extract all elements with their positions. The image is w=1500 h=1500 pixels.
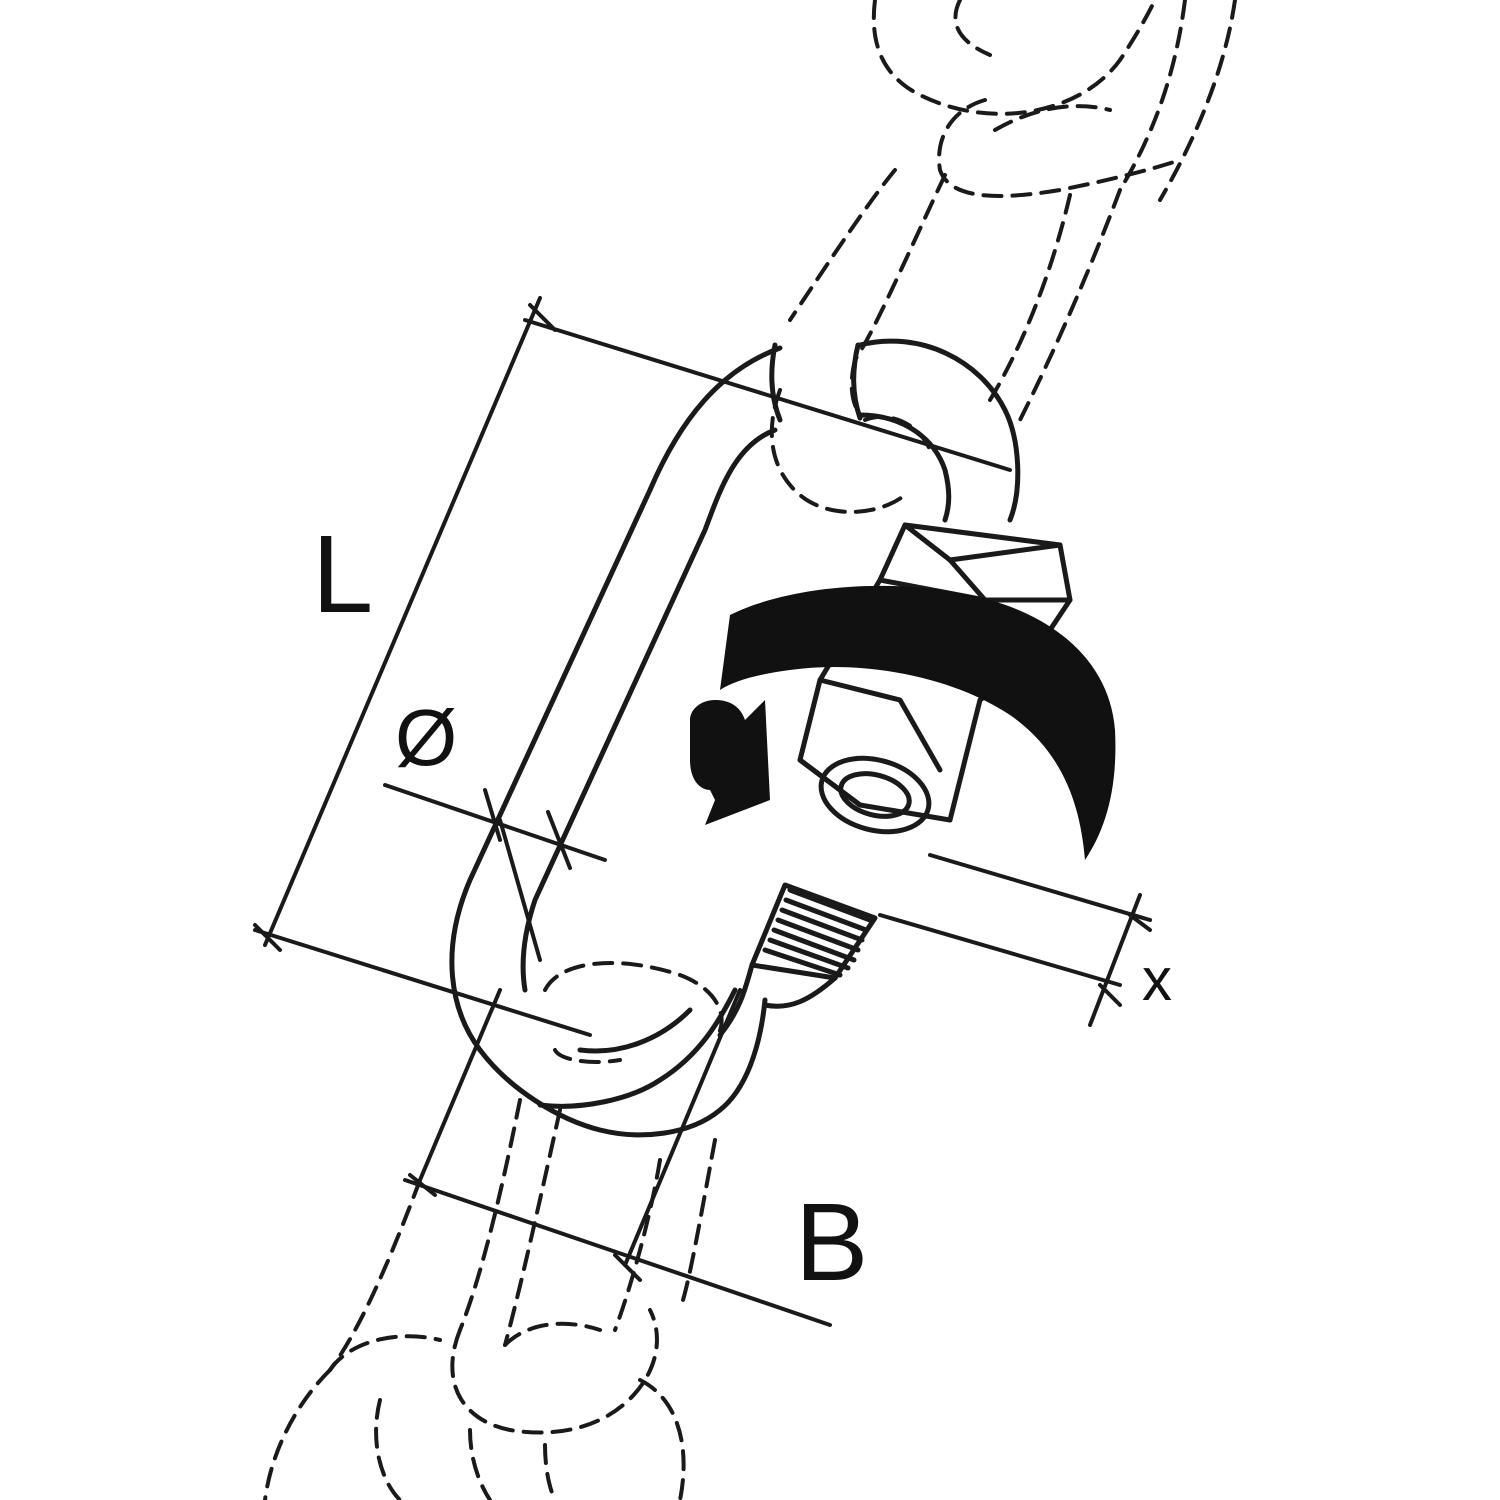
threaded-end xyxy=(717,882,878,1038)
label-length: L xyxy=(312,513,373,636)
label-diameter: Ø xyxy=(395,693,457,782)
rotation-arrow-icon xyxy=(690,585,1116,860)
dimension-x xyxy=(878,853,1152,1027)
label-opening: x xyxy=(1142,946,1172,1013)
dimension-b xyxy=(403,988,832,1327)
dimension-l xyxy=(253,296,1012,1037)
upper-chain-dashed xyxy=(769,0,1237,514)
dimension-diameter xyxy=(383,783,607,962)
label-width: B xyxy=(795,1181,868,1304)
quick-link-body xyxy=(449,338,1021,1138)
lower-chain-dashed xyxy=(263,961,724,1500)
